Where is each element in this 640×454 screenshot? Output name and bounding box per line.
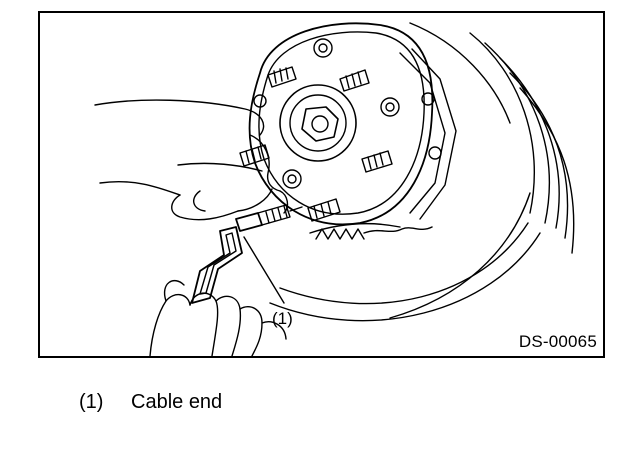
left-hand xyxy=(94,99,289,221)
legend-item-number: (1) xyxy=(79,391,104,413)
brake-shoe-springs xyxy=(309,48,457,240)
hub-flange xyxy=(248,22,434,226)
legend-item-text: Cable end xyxy=(131,391,223,413)
callout-label: (1) xyxy=(272,309,293,328)
brake-lever xyxy=(191,226,243,304)
wheel-studs xyxy=(239,66,393,222)
legend: (1) Cable end xyxy=(79,391,222,414)
parking-brake-cable-illustration xyxy=(94,22,575,356)
right-hand xyxy=(149,280,287,356)
legend-item: (1) Cable end xyxy=(79,391,222,414)
callout-leader xyxy=(243,236,285,304)
figure-id-label: DS-00065 xyxy=(518,332,597,351)
brake-drum-arcs xyxy=(269,22,575,322)
illustration-frame: (1) DS-00065 xyxy=(38,11,605,358)
cable-end xyxy=(235,204,303,232)
